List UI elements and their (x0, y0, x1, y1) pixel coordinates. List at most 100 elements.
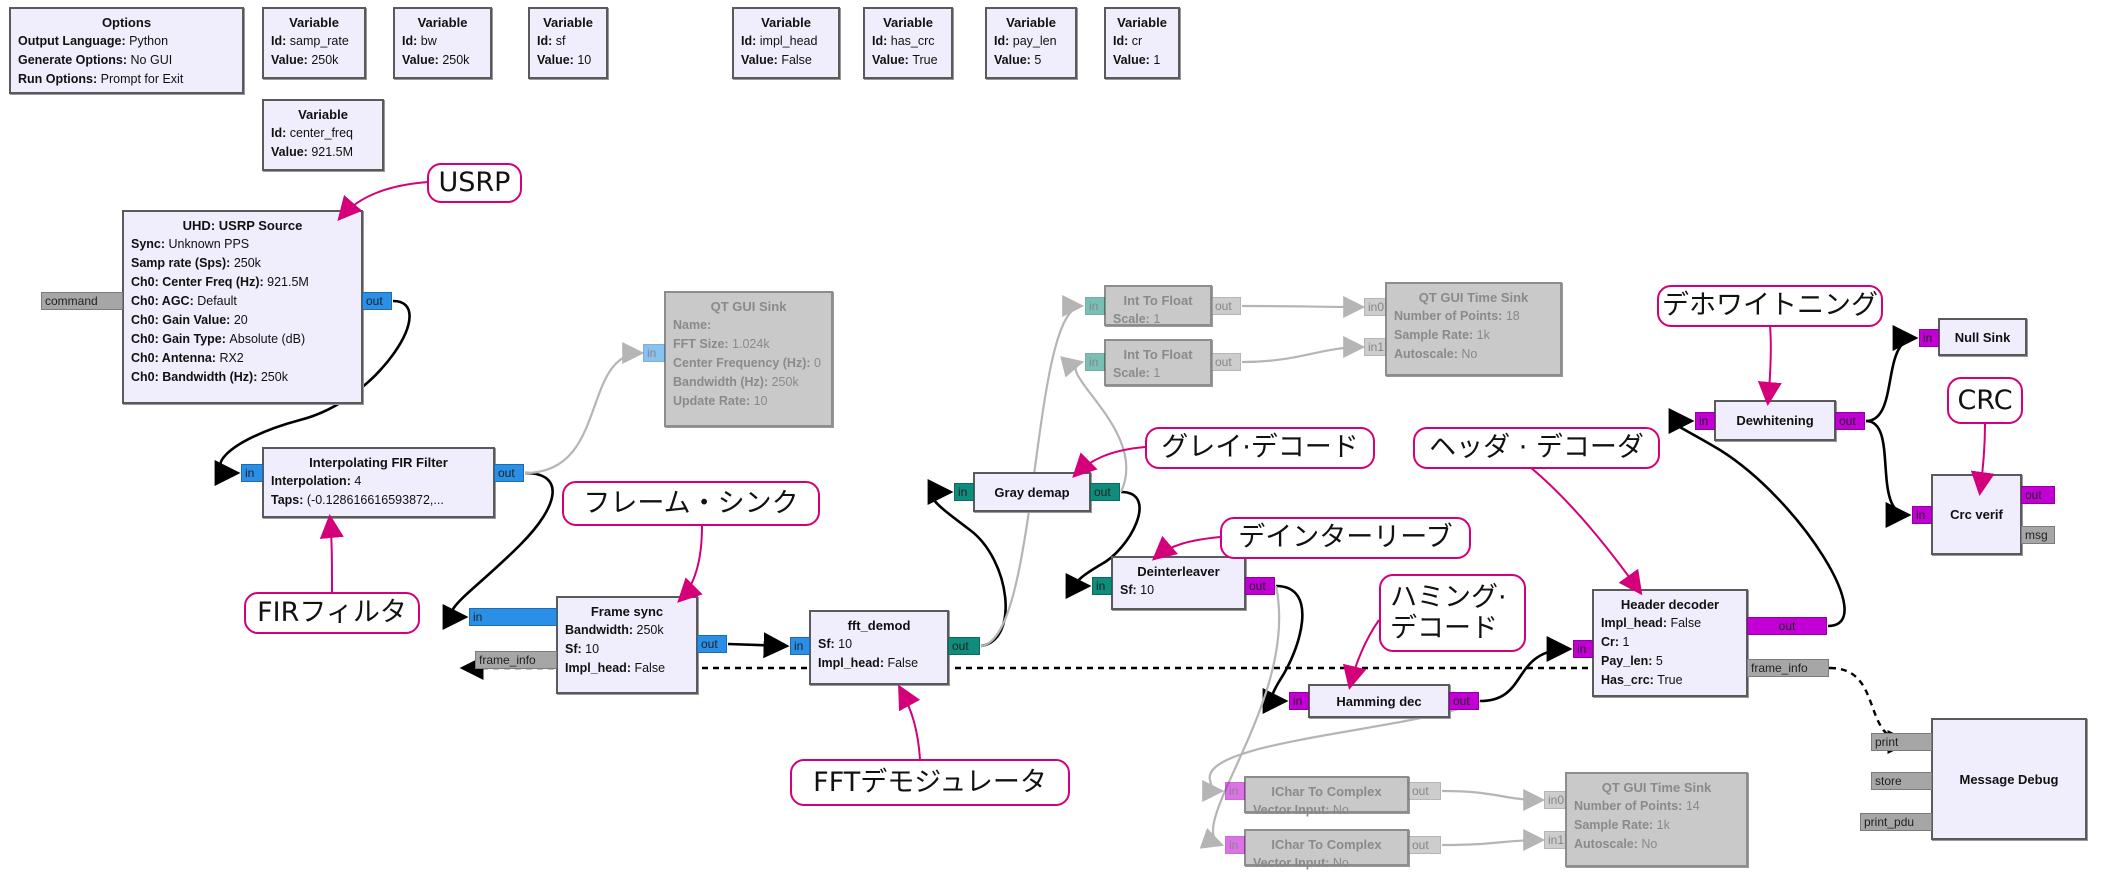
port-in[interactable]: in (469, 608, 557, 626)
block-title: Header decoder (1620, 597, 1720, 612)
port-in[interactable]: in (1289, 692, 1309, 710)
port-in[interactable]: in (1912, 506, 1932, 524)
param-value: 1 (1153, 366, 1161, 380)
param-value: 10 (838, 637, 853, 651)
block-dewhitening[interactable]: Dewhitening (1714, 400, 1836, 441)
wire-dewhitening-to-crc-verif[interactable] (1865, 419, 1912, 528)
port-in[interactable]: in (1573, 640, 1593, 658)
wire-dewhitening-to-null-sink[interactable] (1865, 325, 1919, 423)
port-out[interactable]: out (2021, 486, 2055, 504)
port-out[interactable]: out (1211, 353, 1241, 371)
port-in0[interactable]: in0 (1364, 298, 1386, 316)
port-out[interactable]: out (1408, 836, 1441, 854)
port-in[interactable]: in (1225, 836, 1245, 854)
port-frame-info[interactable]: frame_info (1747, 659, 1829, 677)
port-in[interactable]: in (954, 483, 974, 501)
port-in[interactable]: in (1225, 782, 1245, 800)
wire-gray-demap-to-deinterleaver[interactable] (1065, 490, 1141, 599)
port-out[interactable]: out (494, 464, 524, 482)
param-key: Generate Options (18, 53, 123, 67)
param-key-wrap: Pay_len: (1601, 654, 1656, 668)
port-frame-info[interactable]: frame_info (475, 651, 557, 669)
block-gray-demap[interactable]: Gray demap (973, 472, 1091, 512)
port-in[interactable]: in (241, 464, 263, 482)
port-msg[interactable]: msg (2021, 526, 2055, 544)
param-key: Ch0: Bandwidth (Hz) (131, 370, 254, 384)
wire-int-to-float-1-to-time-sink[interactable] (1241, 295, 1366, 318)
port-out[interactable]: out (1747, 617, 1827, 635)
port-in[interactable]: in (1085, 297, 1105, 315)
block-null-sink[interactable]: Null Sink (1938, 318, 2027, 356)
port-print-pdu[interactable]: print_pdu (1860, 813, 1932, 831)
port-out[interactable]: out (948, 637, 980, 655)
port-in1[interactable]: in1 (1364, 338, 1386, 356)
block-param: Output Language: Python (18, 32, 235, 51)
wire-frame-sync-to-fft-demod[interactable] (727, 632, 790, 659)
message-wire-frame-info-to-message-debug[interactable] (1829, 666, 1912, 754)
port-out[interactable]: out (1408, 782, 1441, 800)
port-in[interactable]: in (790, 637, 810, 655)
wire-int-to-float-2-to-time-sink[interactable] (1241, 336, 1366, 364)
port-in[interactable]: in (643, 344, 665, 362)
port-out[interactable]: out (1090, 483, 1120, 501)
block-crc-verif[interactable]: Crc verif (1931, 474, 2022, 555)
param-key: Value (537, 53, 570, 67)
param-key-wrap: Sf: (818, 637, 839, 651)
port-out[interactable]: out (1449, 692, 1479, 710)
port-out[interactable]: out (1211, 297, 1241, 315)
block-hamming-dec[interactable]: Hamming dec (1308, 684, 1450, 718)
port-print[interactable]: print (1871, 733, 1932, 751)
port-out[interactable]: out (362, 292, 392, 310)
wire-fir-to-qt-gui-sink[interactable] (524, 342, 645, 475)
port-in[interactable]: in (1085, 353, 1105, 371)
block-param: Value: 250k (271, 51, 357, 70)
port-command[interactable]: command (41, 292, 123, 310)
port-in[interactable]: in (1695, 412, 1715, 430)
port-out[interactable]: out (697, 635, 727, 653)
block-param: Taps: (-0.128616616593872,... (271, 491, 486, 510)
param-value: 1 (1153, 53, 1161, 67)
port-in[interactable]: in (1919, 329, 1939, 347)
wire-deinterleaver-to-ichar-2[interactable] (1199, 585, 1281, 849)
port-out[interactable]: out (1245, 577, 1275, 595)
port-in[interactable]: in (1092, 577, 1112, 595)
wire-usrp-to-fir[interactable] (214, 299, 411, 486)
block-message-debug[interactable]: Message Debug (1931, 718, 2087, 840)
wire-hamming-to-header[interactable] (1479, 636, 1573, 703)
param-key-wrap: Update Rate: (673, 394, 754, 408)
wire-header-to-dewhitening[interactable] (1668, 407, 1846, 628)
block-title: IChar To Complex (1271, 784, 1382, 799)
port-out[interactable]: out (1835, 412, 1865, 430)
param-key-wrap: Cr: (1601, 635, 1623, 649)
wire-ichar-2-to-time-sink[interactable] (1441, 829, 1546, 852)
port-in0[interactable]: in0 (1544, 791, 1566, 809)
wire-fir-to-frame-sync[interactable] (442, 471, 554, 630)
port-store[interactable]: store (1871, 772, 1932, 790)
port-in1[interactable]: in1 (1544, 831, 1566, 849)
param-value: 1.024k (732, 337, 770, 351)
wire-ichar-1-to-time-sink[interactable] (1441, 788, 1546, 811)
